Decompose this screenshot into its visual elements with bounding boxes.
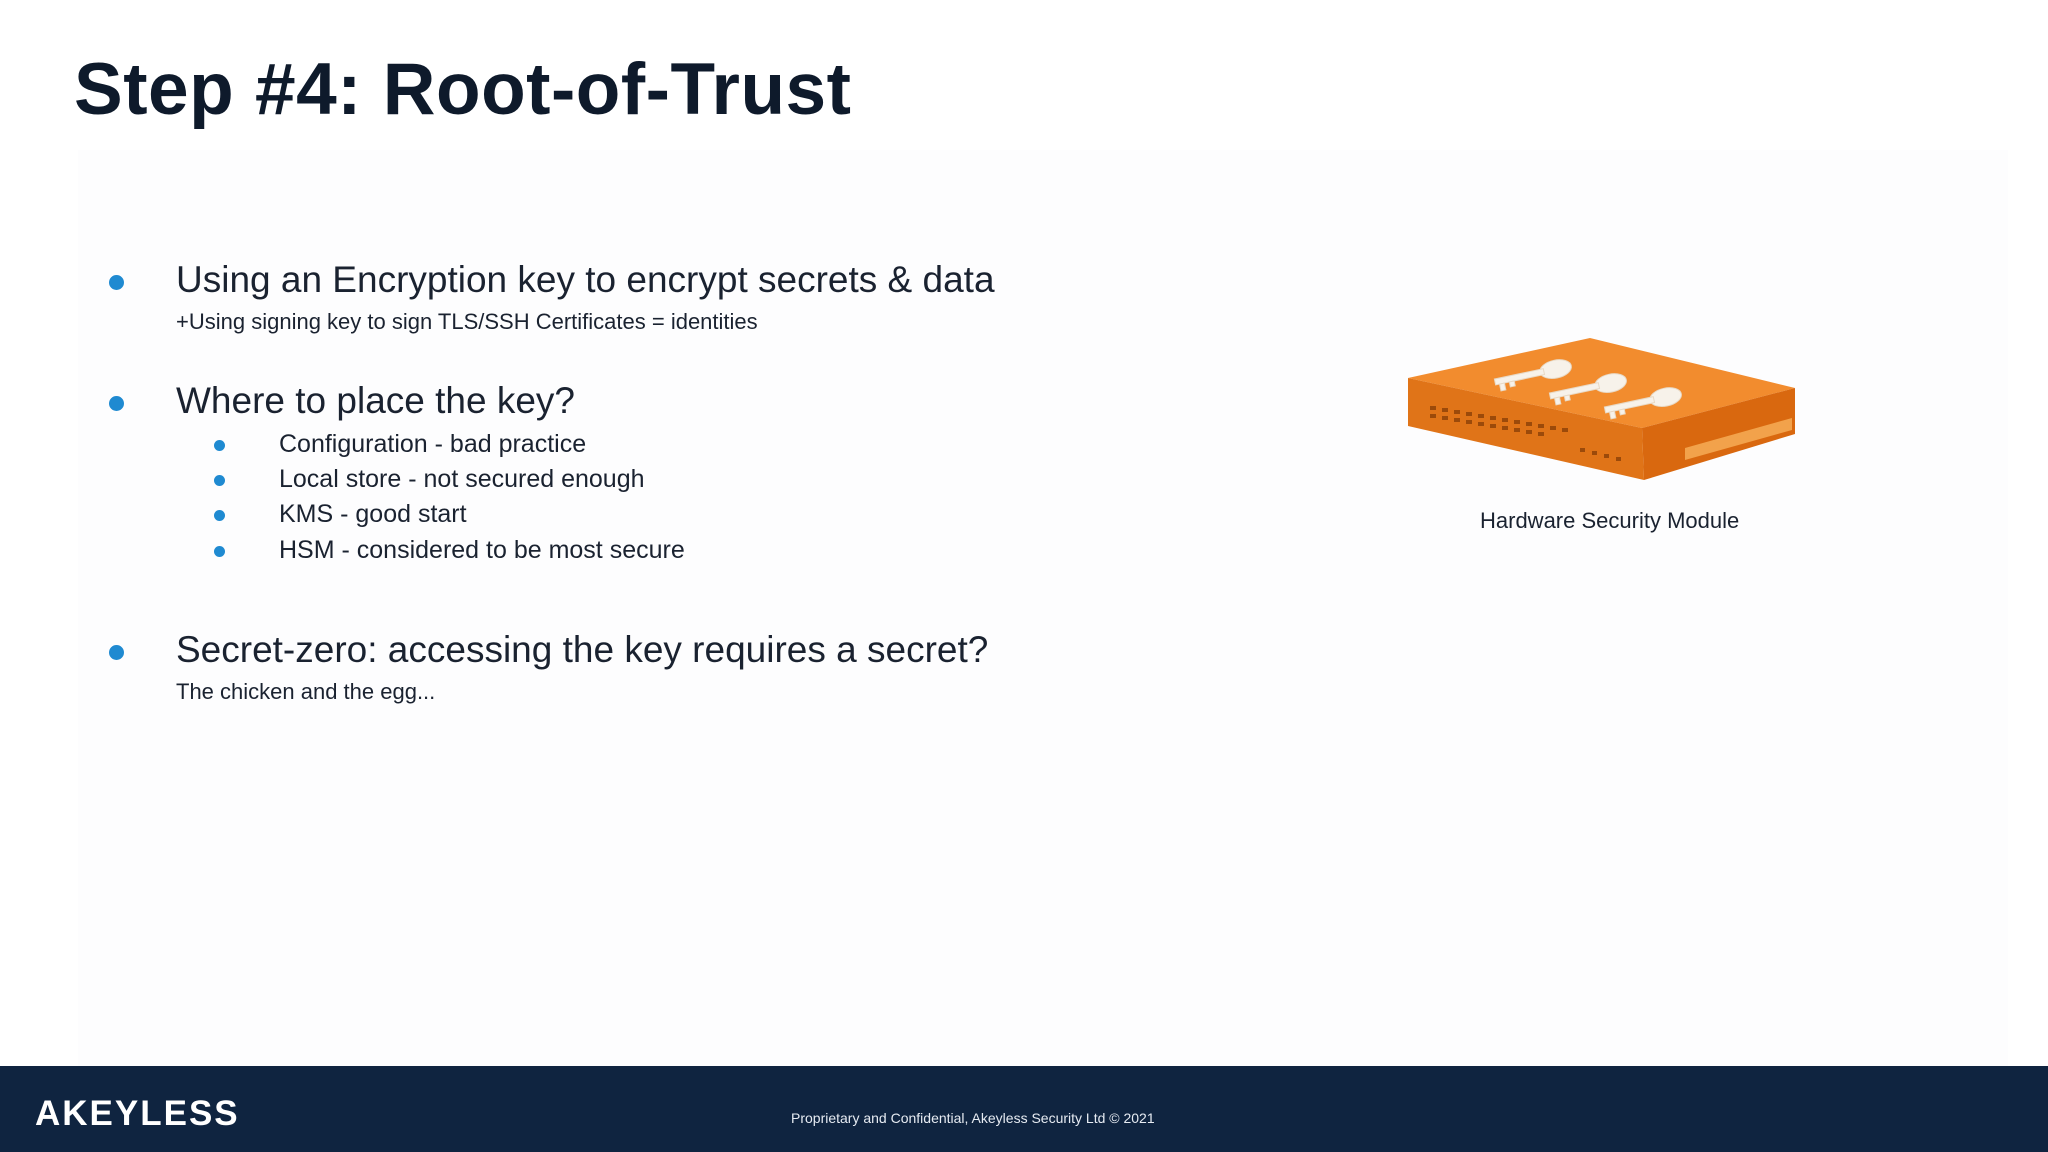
sub-bullet-dot: [214, 546, 225, 557]
image-caption: Hardware Security Module: [1480, 508, 1740, 533]
bullet-encryption-key: Using an Encryption key to encrypt secre…: [176, 259, 995, 300]
slide-title: Step #4: Root-of-Trust: [74, 49, 852, 130]
sub-item-kms: KMS - good start: [279, 500, 467, 528]
bullet-secret-zero-note: The chicken and the egg...: [176, 679, 436, 704]
sub-bullet-dot: [214, 510, 225, 521]
bullet-dot: [109, 396, 124, 411]
sub-bullet-dot: [214, 475, 225, 486]
bullet-dot: [109, 275, 124, 290]
sub-item-configuration: Configuration - bad practice: [279, 430, 587, 458]
bullet-secret-zero: Secret-zero: accessing the key requires …: [176, 629, 989, 670]
footer-copyright: Proprietary and Confidential, Akeyless S…: [791, 1110, 1155, 1126]
sub-item-hsm: HSM - considered to be most secure: [279, 536, 685, 564]
footer-bar: AKEYLESS Proprietary and Confidential, A…: [0, 1066, 2048, 1152]
bullet-key-placement: Where to place the key?: [176, 380, 575, 421]
hsm-device-icon: [1400, 330, 1800, 490]
bullet-dot: [109, 645, 124, 660]
bullet-encryption-note: +Using signing key to sign TLS/SSH Certi…: [176, 309, 758, 334]
sub-bullet-dot: [214, 440, 225, 451]
akeyless-logo: AKEYLESS: [35, 1094, 240, 1133]
slide-content-area: [78, 150, 2008, 1066]
sub-item-local-store: Local store - not secured enough: [279, 465, 645, 493]
